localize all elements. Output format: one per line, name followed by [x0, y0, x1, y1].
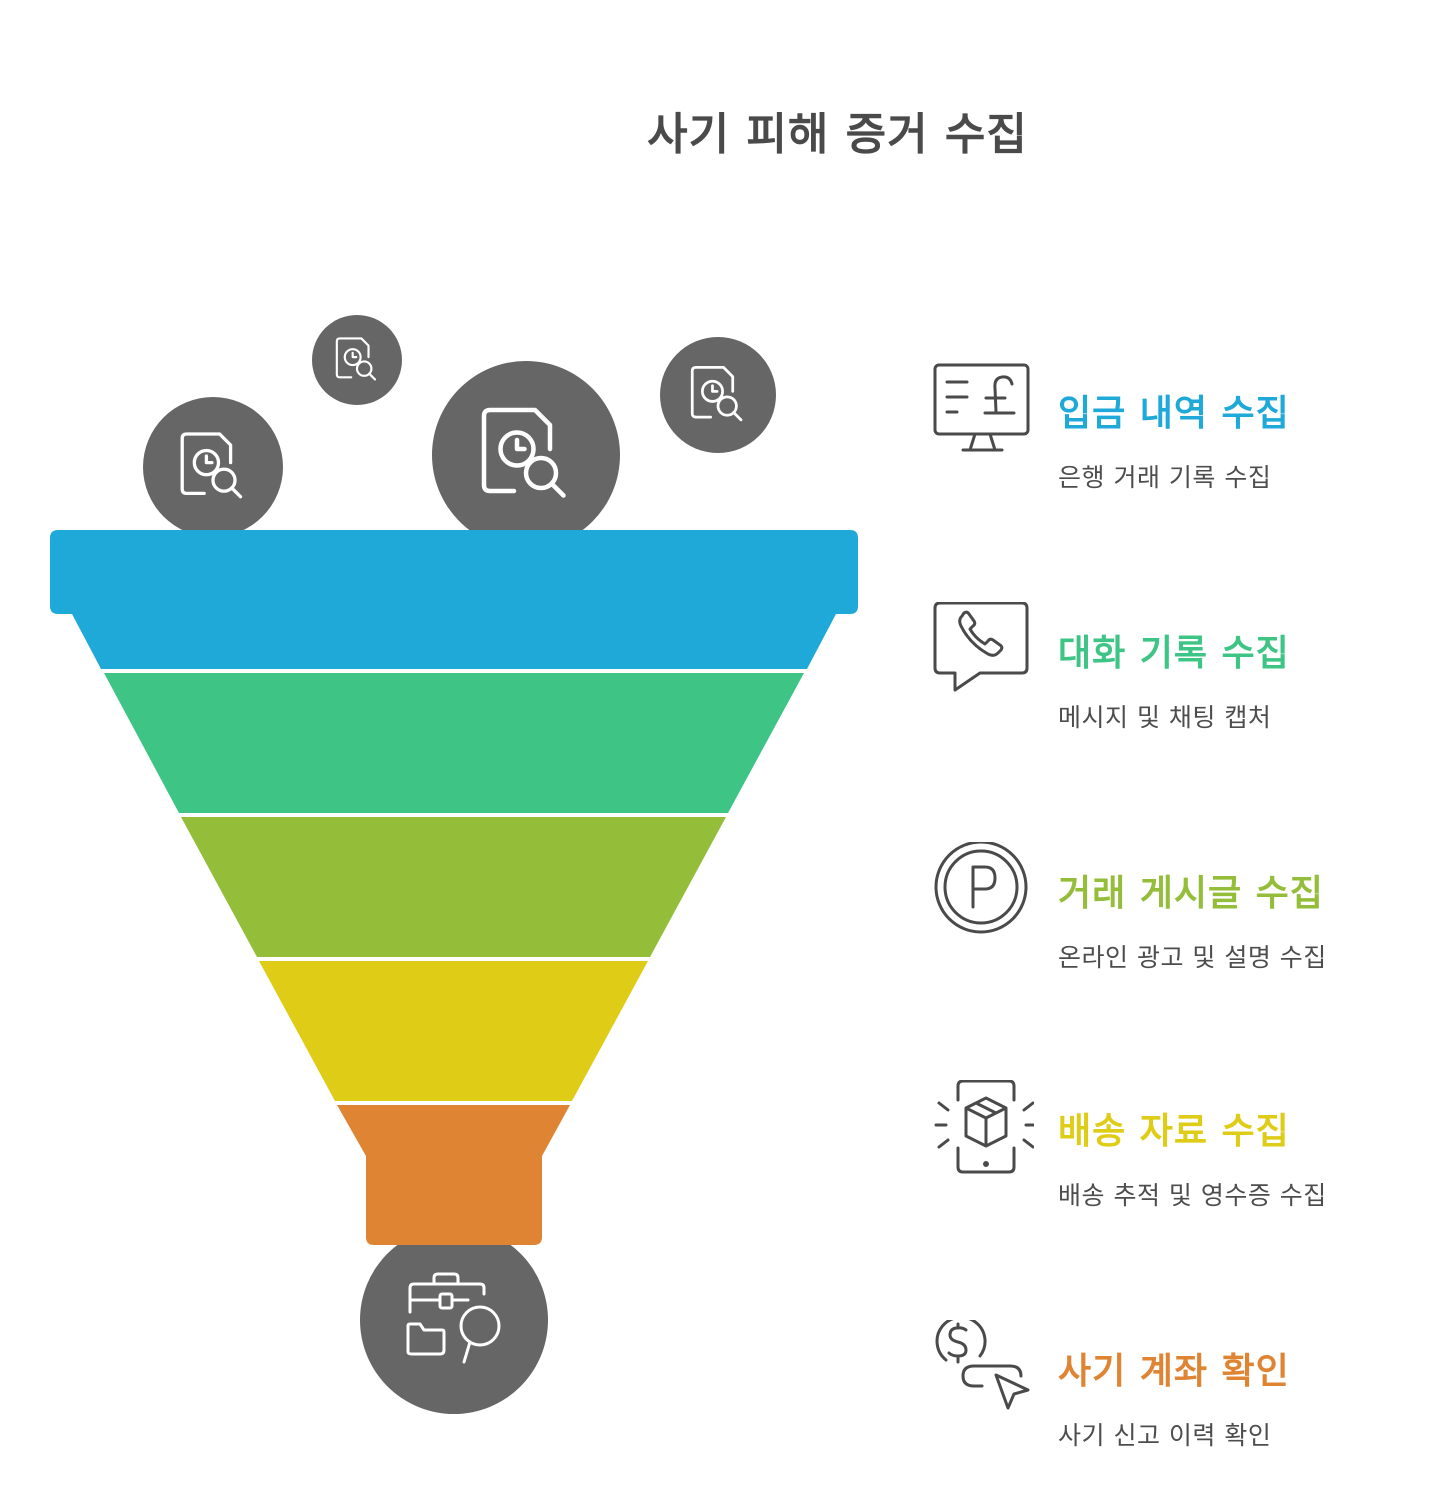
funnel-band-2	[104, 673, 804, 813]
funnel-band-1	[50, 530, 858, 669]
step-item-2: 대화 기록 수집 메시지 및 채팅 캡처	[930, 602, 1430, 742]
chat-phone-icon	[933, 602, 1029, 692]
step-item-5: 사기 계좌 확인 사기 신고 이력 확인	[930, 1320, 1430, 1460]
circle-p-icon	[934, 842, 1028, 934]
step-heading: 거래 게시글 수집	[1058, 873, 1324, 914]
step-description: 배송 추적 및 영수증 수집	[1058, 1181, 1327, 1210]
circle-icon-bottom	[360, 1226, 548, 1414]
step-item-1: 입금 내역 수집 은행 거래 기록 수집	[930, 362, 1430, 502]
step-item-4: 배송 자료 수집 배송 추적 및 영수증 수집	[930, 1080, 1430, 1220]
step-heading: 사기 계좌 확인	[1058, 1351, 1290, 1392]
monitor-pound-icon	[933, 363, 1030, 452]
dollar-click-icon	[935, 1320, 1030, 1410]
page-title: 사기 피해 증거 수집	[647, 109, 1028, 160]
circle-icon-small	[312, 315, 402, 405]
funnel-band-5	[337, 1105, 570, 1245]
circle-icon-left	[143, 397, 283, 537]
step-description: 사기 신고 이력 확인	[1058, 1421, 1272, 1450]
step-description: 은행 거래 기록 수집	[1058, 463, 1272, 492]
step-description: 메시지 및 채팅 캡처	[1058, 703, 1272, 732]
funnel-band-3	[181, 817, 726, 957]
step-heading: 입금 내역 수집	[1058, 393, 1290, 434]
circle-icon-right	[660, 337, 776, 453]
step-description: 온라인 광고 및 설명 수집	[1058, 943, 1327, 972]
circle-icon-center	[432, 361, 620, 549]
step-item-3: 거래 게시글 수집 온라인 광고 및 설명 수집	[930, 842, 1430, 982]
step-heading: 배송 자료 수집	[1058, 1111, 1290, 1152]
funnel-band-4	[259, 961, 648, 1101]
briefcase-folder-search-icon	[406, 1272, 501, 1364]
phone-package-icon	[934, 1080, 1034, 1174]
step-heading: 대화 기록 수집	[1058, 633, 1290, 674]
funnel-diagram	[50, 315, 858, 1414]
